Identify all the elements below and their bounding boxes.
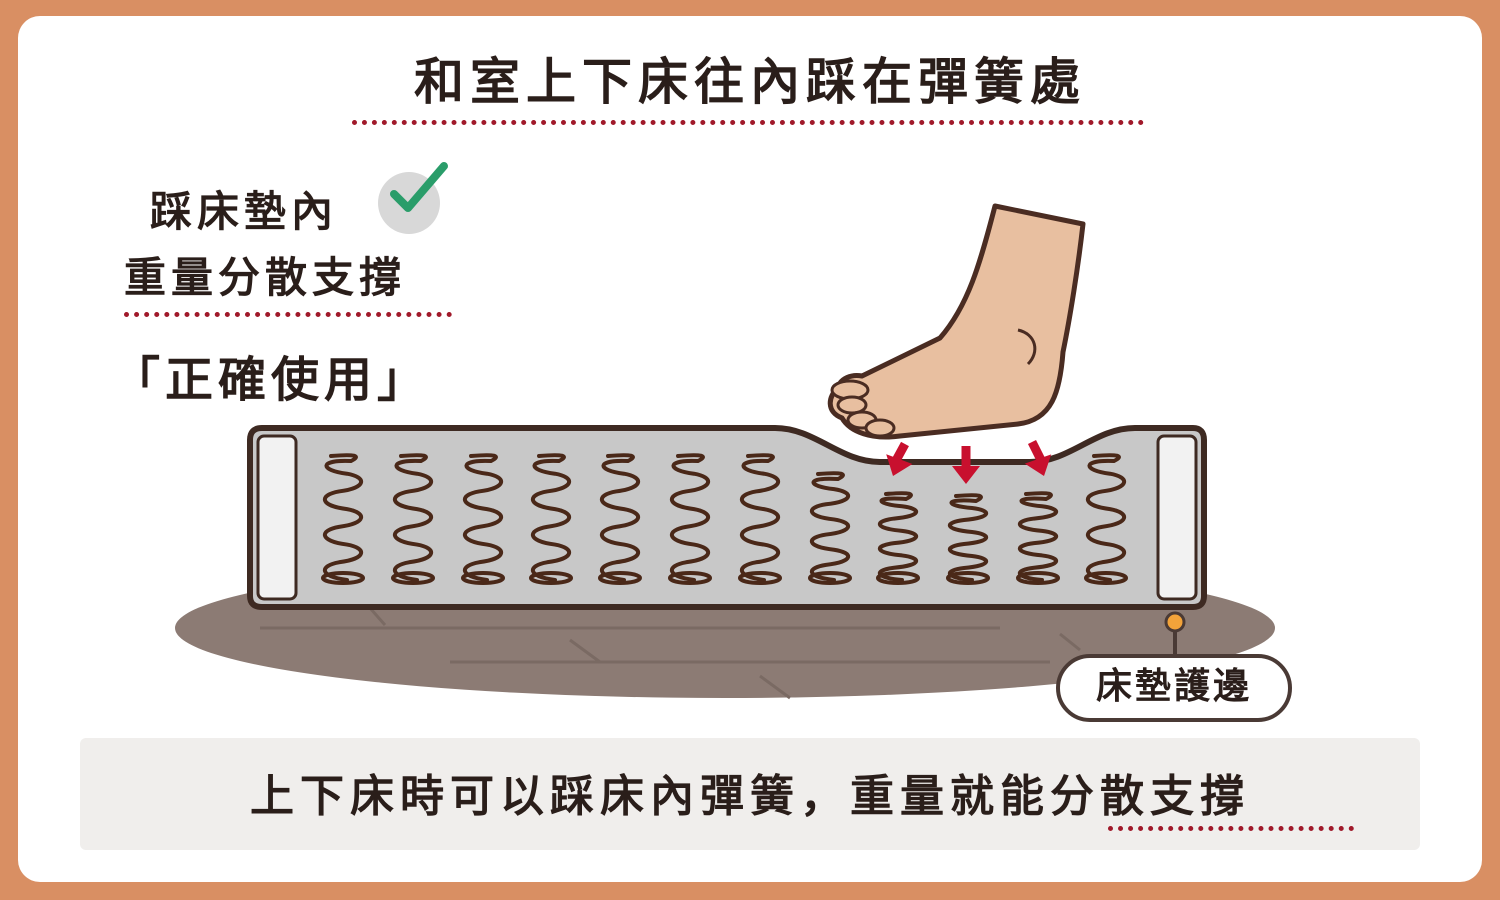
- spring-icon: [600, 453, 640, 582]
- page-title: 和室上下床往內踩在彈簧處: [414, 53, 1086, 111]
- spring-base: [808, 571, 852, 585]
- spring-icon: [393, 453, 433, 582]
- spring-base: [598, 571, 642, 585]
- spring-base: [738, 571, 782, 585]
- arrow-head: [886, 454, 913, 476]
- title-underline: [352, 120, 1144, 125]
- spring-group: [321, 453, 1128, 585]
- spring-icon: [740, 453, 780, 582]
- spring-base: [391, 571, 435, 585]
- spring-base: [876, 571, 920, 585]
- callout-dot: [1164, 611, 1186, 633]
- spring-icon: [1018, 491, 1058, 582]
- arrow-head: [952, 466, 980, 484]
- spring-icon: [463, 453, 503, 582]
- spring-base: [1084, 571, 1128, 585]
- spring-base: [1016, 571, 1060, 585]
- spring-base: [946, 571, 990, 585]
- arrow-head: [1024, 454, 1052, 476]
- spring-icon: [323, 453, 363, 582]
- spring-base: [668, 571, 712, 585]
- check-badge: [378, 162, 448, 234]
- foot-icon: [827, 203, 1086, 440]
- caption-text: 上下床時可以踩床內彈簧，重量就能分散支撐: [250, 771, 1250, 822]
- spring-icon: [531, 453, 571, 582]
- spring-icon: [670, 453, 710, 582]
- caption-bar: [80, 738, 1420, 850]
- spring-base: [461, 571, 505, 585]
- note-line-3: 「正確使用」: [112, 352, 431, 408]
- spring-base: [529, 571, 573, 585]
- spring-base: [321, 571, 365, 585]
- edge-guard-label: 床墊護邊: [1056, 654, 1292, 722]
- arrow-group: [886, 439, 1052, 484]
- spring-icon: [948, 493, 988, 582]
- caption-underline: [1108, 826, 1354, 831]
- note-line-2: 重量分散支撐: [124, 253, 407, 302]
- spring-icon: [878, 491, 918, 582]
- floorboard-lines: [260, 607, 1081, 700]
- note-underline: [124, 312, 452, 317]
- edge-guard-left: [256, 434, 298, 601]
- note-line-1: 踩床墊內: [150, 187, 339, 236]
- spring-icon: [1086, 453, 1126, 582]
- spring-icon: [810, 471, 850, 582]
- check-icon: [390, 162, 448, 212]
- edge-guard-right: [1156, 434, 1198, 601]
